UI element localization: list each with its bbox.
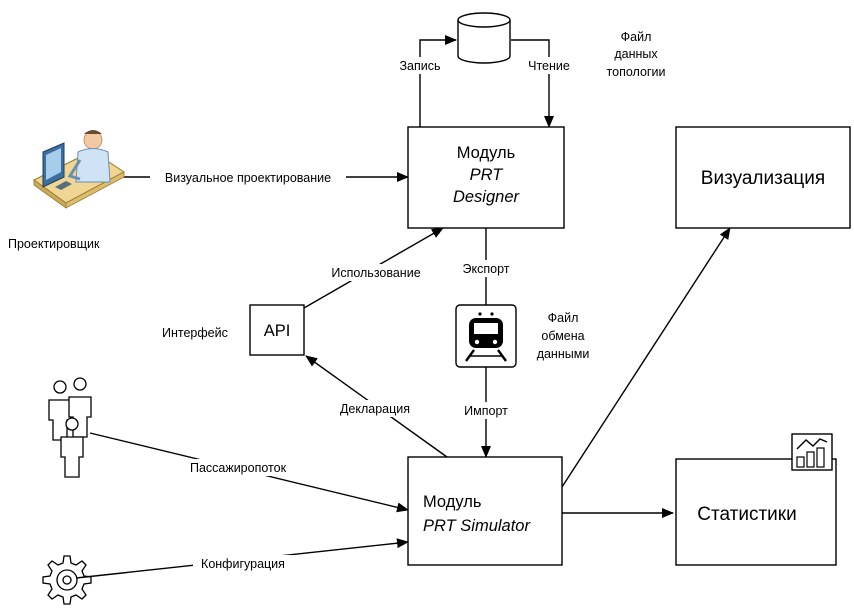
api-label: API — [264, 322, 291, 340]
exchange-file-line2: обмена — [541, 329, 584, 343]
database-icon — [457, 12, 511, 64]
simulator-module-line2: PRT Simulator — [423, 517, 531, 535]
edge-label-declaration: Декларация — [340, 402, 410, 416]
edge-label-usage: Использование — [331, 266, 420, 280]
simulator-module-box: Модуль PRT Simulator — [407, 456, 563, 566]
topology-file-line1: Файл — [621, 30, 652, 44]
visualization-label: Визуализация — [701, 168, 825, 189]
edge-label-read: Чтение — [528, 59, 570, 73]
designer-user-label: Проектировщик — [8, 237, 100, 251]
exchange-file-line1: Файл — [548, 311, 579, 325]
edge-label-configuration: Конфигурация — [201, 557, 285, 571]
api-box: API — [249, 304, 305, 356]
designer-module-box: Модуль PRT Designer — [407, 126, 565, 229]
visualization-box: Визуализация — [675, 126, 851, 229]
designer-module-line3: Designer — [453, 188, 521, 206]
exchange-file-line3: данными — [537, 347, 590, 361]
topology-file-line2: данных — [614, 47, 658, 61]
train-icon — [455, 304, 517, 368]
edge-write — [419, 35, 457, 127]
edge-read — [511, 39, 554, 128]
edge-label-write: Запись — [399, 59, 440, 73]
chart-icon — [791, 433, 833, 471]
edge-label-passenger-flow: Пассажиропоток — [190, 461, 287, 475]
edge-labels: Запись Чтение Визуальное проектирование … — [150, 57, 577, 572]
edge-label-visual-design: Визуальное проектирование — [165, 171, 331, 185]
topology-file-line3: топологии — [607, 65, 666, 79]
designer-module-line2: PRT — [470, 166, 505, 184]
edge-label-import: Импорт — [464, 404, 508, 418]
api-interface-label: Интерфейс — [162, 326, 228, 340]
designer-module-line1: Модуль — [457, 144, 515, 162]
statistics-box: Статистики — [675, 458, 837, 566]
simulator-module-line1: Модуль — [423, 493, 481, 511]
people-group-icon — [48, 377, 92, 478]
connectors — [75, 35, 731, 579]
gear-icon — [42, 555, 92, 605]
statistics-label: Статистики — [697, 504, 796, 525]
designer-workstation-icon — [33, 130, 125, 209]
edge-visualization — [561, 227, 731, 488]
edge-label-export: Экспорт — [463, 262, 510, 276]
